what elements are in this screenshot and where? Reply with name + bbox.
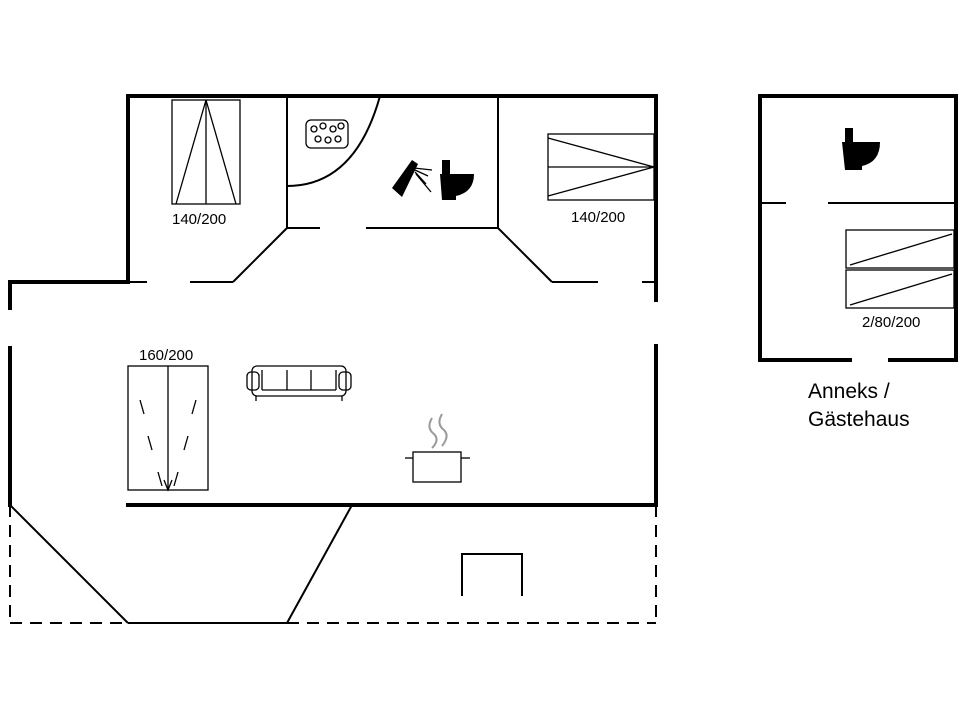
annex-label-line1: Anneks / [808, 380, 890, 403]
double-bed-icon [547, 133, 655, 201]
bed-label-annex: 2/80/200 [862, 314, 920, 331]
bed-label-top-left: 140/200 [172, 211, 226, 228]
fireplace-icon [461, 553, 523, 596]
toilet-icon [440, 160, 474, 200]
bed-label-top-right: 140/200 [571, 209, 625, 226]
toilet-icon [842, 128, 880, 170]
sofa-icon [246, 365, 352, 401]
main-house-walls [8, 94, 658, 507]
annex-label-line2: Gästehaus [808, 408, 910, 431]
bed-label-left: 160/200 [139, 347, 193, 364]
terrace [9, 504, 657, 624]
double-bed-icon [171, 99, 241, 205]
shower-icon [392, 160, 433, 197]
double-bed-icon [127, 365, 209, 492]
interior-walls [128, 96, 656, 283]
single-bed-icon [845, 269, 955, 309]
single-bed-icon [845, 229, 955, 269]
annex-walls [758, 94, 958, 362]
hot-tub-icon [286, 95, 381, 187]
cooking-pot-icon [405, 413, 470, 483]
